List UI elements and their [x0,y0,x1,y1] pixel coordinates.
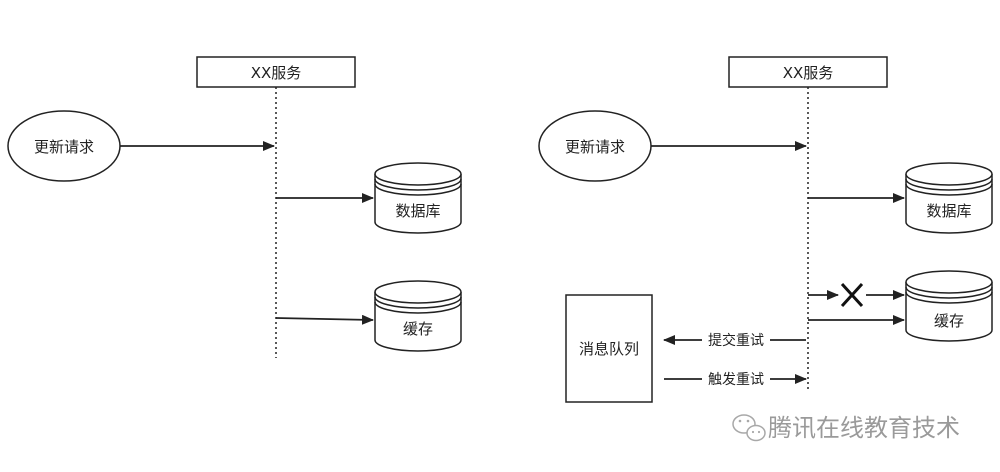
message-queue-label: 消息队列 [579,340,639,358]
right-database-node: 数据库 [905,162,993,234]
trigger-retry-label: 触发重试 [708,372,764,388]
left-request-node: 更新请求 [7,110,121,182]
submit-retry-label: 提交重试 [708,332,764,349]
right-diagram: XX服务 更新请求 数据库 缓存 消息队列 [538,56,993,403]
right-request-label: 更新请求 [565,138,625,156]
watermark-text: 腾讯在线教育技术 [768,414,960,442]
left-cache-label: 缓存 [403,320,433,338]
left-service-label: XX服务 [251,64,302,82]
left-database-node: 数据库 [374,162,462,234]
right-cache-label: 缓存 [934,312,964,330]
watermark: 腾讯在线教育技术 [732,414,960,442]
left-cache-arrow [275,314,374,325]
message-queue-node: 消息队列 [565,294,653,403]
cross-icon [840,282,864,308]
left-service-box: XX服务 [196,56,356,88]
left-diagram: XX服务 更新请求 数据库 缓存 [7,56,462,358]
right-cache-node: 缓存 [905,270,993,342]
right-database-label: 数据库 [926,202,971,220]
right-service-box: XX服务 [728,56,888,88]
right-service-label: XX服务 [783,64,834,82]
left-request-label: 更新请求 [34,138,94,156]
left-database-label: 数据库 [395,202,440,220]
left-cache-node: 缓存 [374,280,462,352]
right-request-node: 更新请求 [538,110,652,182]
wechat-icon [732,414,766,442]
